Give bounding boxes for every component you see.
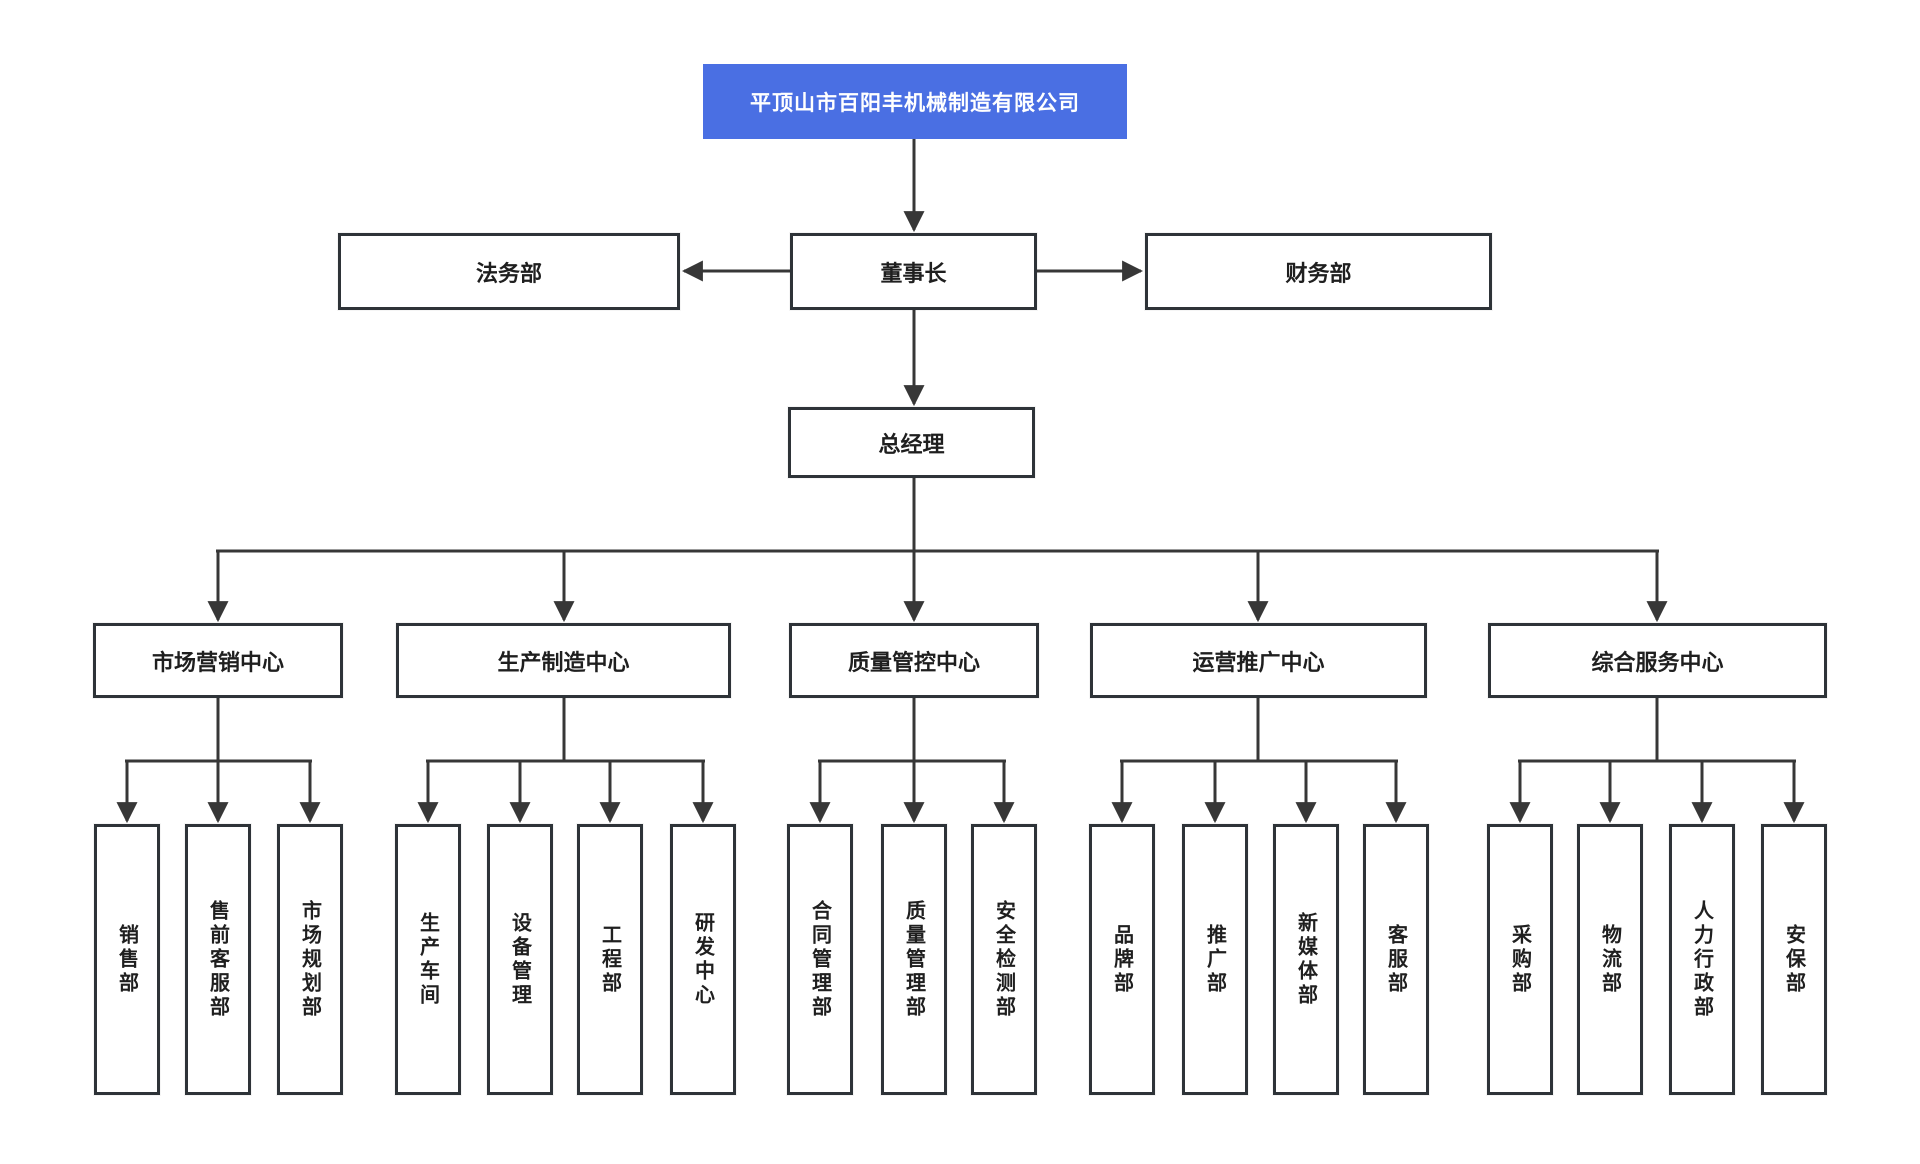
org-node-dept-new-media[interactable]: 新媒体部 (1273, 824, 1339, 1095)
org-node-dept-contract-management[interactable]: 合同管理部 (787, 824, 853, 1095)
org-node-dept-promotion[interactable]: 推广部 (1182, 824, 1248, 1095)
org-node-legal[interactable]: 法务部 (338, 233, 680, 310)
org-node-dept-safety-inspection[interactable]: 安全检测部 (971, 824, 1037, 1095)
org-node-finance[interactable]: 财务部 (1145, 233, 1492, 310)
connector-gm-centers (207, 478, 1668, 623)
org-node-center-marketing[interactable]: 市场营销中心 (93, 623, 343, 698)
connector-services-departments (1509, 698, 1805, 824)
org-node-center-production[interactable]: 生产制造中心 (396, 623, 731, 698)
org-node-dept-customer-service[interactable]: 客服部 (1363, 824, 1429, 1095)
org-node-dept-presales-service[interactable]: 售前客服部 (185, 824, 251, 1095)
org-node-dept-rnd-center[interactable]: 研发中心 (670, 824, 736, 1095)
org-node-dept-brand[interactable]: 品牌部 (1089, 824, 1155, 1095)
connector-quality-departments (809, 698, 1015, 824)
org-node-general-manager[interactable]: 总经理 (788, 407, 1035, 478)
org-node-center-operations[interactable]: 运营推广中心 (1090, 623, 1427, 698)
org-node-dept-logistics[interactable]: 物流部 (1577, 824, 1643, 1095)
org-node-chairman[interactable]: 董事长 (790, 233, 1037, 310)
connector-operations-departments (1111, 698, 1407, 824)
org-node-center-quality[interactable]: 质量管控中心 (789, 623, 1039, 698)
connector-production-departments (417, 698, 714, 824)
org-node-dept-engineering[interactable]: 工程部 (577, 824, 643, 1095)
connector-marketing-departments (116, 698, 321, 824)
org-node-dept-quality-management[interactable]: 质量管理部 (881, 824, 947, 1095)
org-node-dept-production-workshop[interactable]: 生产车间 (395, 824, 461, 1095)
org-node-dept-procurement[interactable]: 采购部 (1487, 824, 1553, 1095)
org-node-dept-sales[interactable]: 销售部 (94, 824, 160, 1095)
org-node-center-services[interactable]: 综合服务中心 (1488, 623, 1827, 698)
org-node-company[interactable]: 平顶山市百阳丰机械制造有限公司 (703, 64, 1127, 139)
org-node-dept-hr-admin[interactable]: 人力行政部 (1669, 824, 1735, 1095)
org-node-dept-equipment-management[interactable]: 设备管理 (487, 824, 553, 1095)
org-node-dept-market-planning[interactable]: 市场规划部 (277, 824, 343, 1095)
org-node-dept-security[interactable]: 安保部 (1761, 824, 1827, 1095)
